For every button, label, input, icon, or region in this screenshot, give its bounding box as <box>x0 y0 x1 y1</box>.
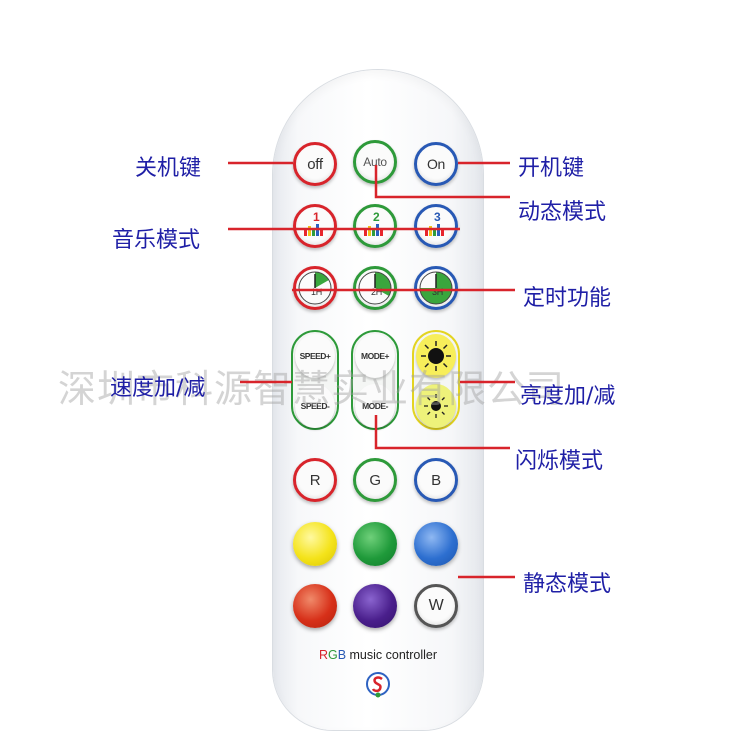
mode-plus-button[interactable]: MODE+ <box>355 334 395 378</box>
music-mode-2-button[interactable]: 2 <box>353 204 397 248</box>
mode-plus-label: MODE+ <box>361 351 389 361</box>
sun-dim-icon <box>424 394 448 418</box>
speed-plus-button[interactable]: SPEED+ <box>295 334 335 378</box>
mode-minus-label: MODE- <box>362 401 388 411</box>
timer-2h-label: 2H <box>371 287 382 297</box>
label-speed: 速度加/减 <box>110 376 206 401</box>
red-key-button[interactable]: R <box>293 458 337 502</box>
brightness-minus-button[interactable] <box>416 384 456 428</box>
music-mode-2-label: 2 <box>373 210 380 224</box>
label-power-on: 开机键 <box>518 156 585 181</box>
auto-label: Auto <box>363 155 387 169</box>
brand-text: RGB music controller <box>273 648 483 662</box>
label-music-mode: 音乐模式 <box>112 228 201 253</box>
label-power-off: 关机键 <box>135 156 202 181</box>
clock-icon <box>298 271 332 305</box>
red-key-label: R <box>309 471 321 489</box>
blue-color-button[interactable] <box>414 522 458 566</box>
label-static-mode: 静态模式 <box>523 572 612 597</box>
red-color-button[interactable] <box>293 584 337 628</box>
on-button[interactable]: On <box>414 142 458 186</box>
speed-minus-label: SPEED- <box>300 401 330 411</box>
clock-icon <box>419 271 453 305</box>
white-key-label: W <box>428 597 444 614</box>
green-key-label: G <box>369 471 381 489</box>
music-mode-1-label: 1 <box>313 210 320 224</box>
brightness-plus-button[interactable] <box>416 334 456 378</box>
brand-logo-icon <box>366 672 390 698</box>
off-label: off <box>307 155 323 173</box>
timer-3h-label: 3H <box>432 287 443 297</box>
brand-g: G <box>327 648 338 662</box>
speed-rocker: SPEED+ SPEED- <box>291 330 339 430</box>
green-color-button[interactable] <box>353 522 397 566</box>
music-mode-3-button[interactable]: 3 <box>414 204 458 248</box>
blue-key-label: B <box>431 471 441 489</box>
speed-plus-label: SPEED+ <box>299 351 331 361</box>
blue-key-button[interactable]: B <box>414 458 458 502</box>
purple-color-button[interactable] <box>353 584 397 628</box>
brand-r: R <box>318 648 328 662</box>
label-brightness: 亮度加/减 <box>520 384 616 409</box>
white-color-button[interactable]: W <box>414 584 458 628</box>
yellow-color-button[interactable] <box>293 522 337 566</box>
label-flash-mode: 闪烁模式 <box>515 449 604 474</box>
label-dynamic-mode: 动态模式 <box>518 200 607 225</box>
timer-1h-label: 1H <box>311 287 322 297</box>
green-key-button[interactable]: G <box>353 458 397 502</box>
off-button[interactable]: off <box>293 142 337 186</box>
brightness-rocker <box>412 330 460 430</box>
brand-rest: music controller <box>346 648 438 662</box>
timer-1h-button[interactable]: 1H <box>293 266 337 310</box>
on-label: On <box>426 156 446 172</box>
brand-b: B <box>337 648 347 662</box>
mode-rocker: MODE+ MODE- <box>351 330 399 430</box>
watermark-text: 深圳市科源智慧实业有限公司 <box>58 367 566 411</box>
sun-bright-icon <box>421 341 451 371</box>
music-mode-3-label: 3 <box>434 210 441 224</box>
speed-minus-button[interactable]: SPEED- <box>295 384 335 428</box>
label-timer: 定时功能 <box>523 286 612 311</box>
timer-3h-button[interactable]: 3H <box>414 266 458 310</box>
music-mode-1-button[interactable]: 1 <box>293 204 337 248</box>
